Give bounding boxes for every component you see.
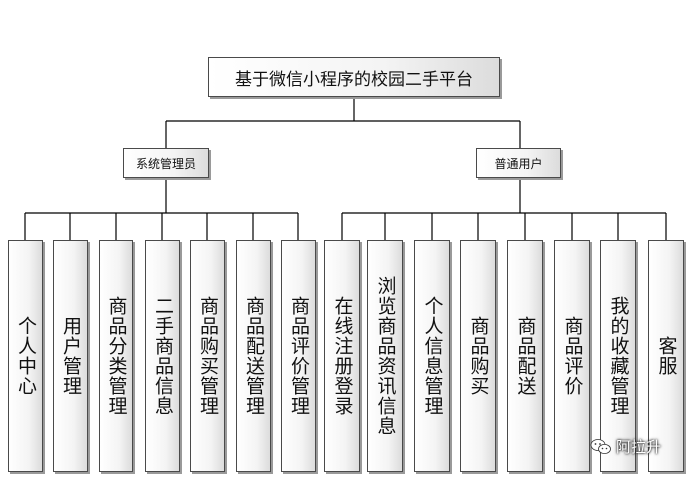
group-label: 普通用户 [494,156,543,171]
leaf-label: 商品购买 [467,316,490,396]
leaf-node: 客服 [648,240,684,472]
root-node: 基于微信小程序的校园二手平台 [208,57,500,97]
leaf-label: 个人信息管理 [421,296,444,416]
root-label: 基于微信小程序的校园二手平台 [235,69,473,90]
group-label: 系统管理员 [135,156,196,171]
leaf-label: 用户管理 [60,316,82,396]
watermark-text: 阿拉升 [616,438,662,456]
leaf-node: 个人中心 [8,240,43,472]
leaf-label: 个人中心 [15,316,37,396]
leaf-node: 我的收藏管理 [600,240,636,472]
leaf-node: 个人信息管理 [414,240,450,472]
connector-lines [24,97,667,240]
leaf-node: 商品分类管理 [99,240,133,472]
leaf-label: 客服 [655,336,678,376]
leaf-node: 在线注册登录 [324,240,360,472]
leaf-label: 商品评价 [561,316,584,396]
leaf-node: 商品配送管理 [236,240,271,472]
leaf-label: 二手商品信息 [152,296,174,416]
watermark: 阿拉升 [590,436,661,457]
leaf-label: 商品评价管理 [288,296,310,416]
leaf-node: 用户管理 [53,240,88,472]
group-node-admin: 系统管理员 [123,148,209,178]
wechat-icon [590,438,611,454]
leaf-label: 商品配送管理 [243,296,265,416]
leaf-label: 商品购买管理 [197,296,219,416]
leaf-label: 商品分类管理 [105,296,128,416]
leaf-node: 浏览商品资讯信息 [367,240,403,472]
leaf-label: 商品配送 [514,316,537,396]
leaf-label: 浏览商品资讯信息 [374,276,397,436]
leaf-node: 商品购买 [460,240,496,472]
leaf-node: 商品购买管理 [190,240,225,472]
leaf-node: 商品评价 [554,240,590,472]
leaf-label: 在线注册登录 [331,296,354,416]
group-node-user: 普通用户 [476,148,561,178]
leaf-node: 二手商品信息 [145,240,180,472]
leaf-node: 商品评价管理 [281,240,316,472]
leaf-label: 我的收藏管理 [607,296,630,416]
leaf-node: 商品配送 [507,240,543,472]
